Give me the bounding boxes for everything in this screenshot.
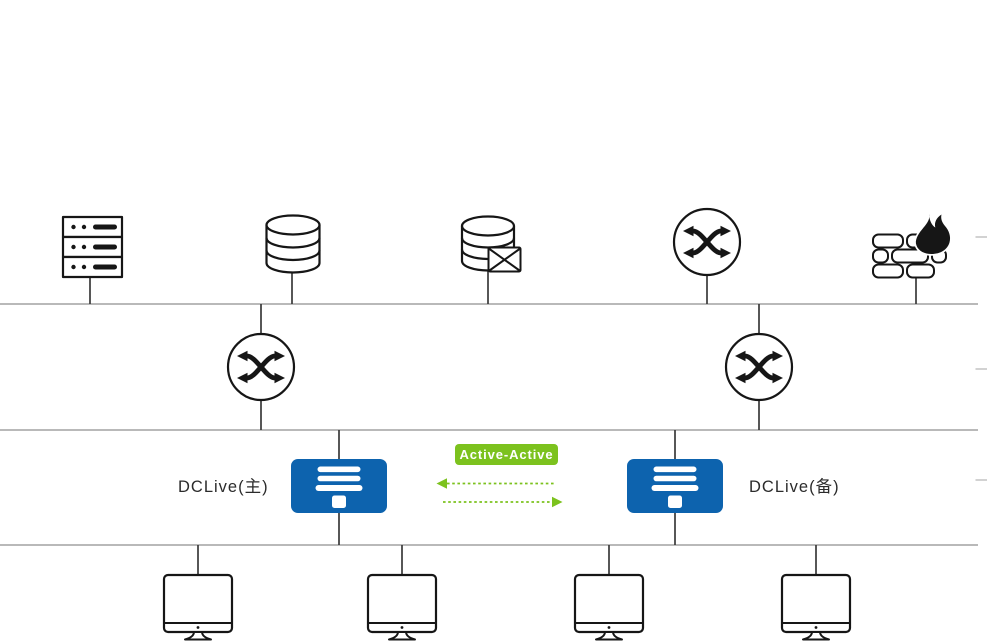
monitor-icon — [573, 573, 645, 641]
monitor-icon — [162, 573, 234, 641]
distribution-switch-left-icon — [228, 334, 294, 400]
database-icon — [265, 214, 321, 274]
active-active-badge: Active-Active — [455, 444, 558, 465]
dclive-primary-appliance-icon — [291, 459, 387, 513]
dclive-primary-label: DCLive(主) — [178, 478, 269, 496]
router-switch-icon — [674, 209, 740, 275]
network-bus-lines — [0, 303, 978, 546]
firewall-icon — [872, 210, 952, 279]
dclive-standby-appliance-icon — [627, 459, 723, 513]
distribution-switch-right-icon — [726, 334, 792, 400]
replication-arrow-right — [443, 496, 563, 508]
flame-icon — [914, 210, 952, 256]
right-edge-stub-lines — [975, 236, 987, 481]
dclive-standby-label: DCLive(备) — [749, 478, 840, 496]
monitor-icon — [780, 573, 852, 641]
replication-arrow-left — [436, 478, 556, 489]
connector-lines — [89, 271, 917, 576]
database-mail-icon — [460, 215, 522, 273]
server-rack-icon — [61, 215, 124, 279]
monitor-icon — [366, 573, 438, 641]
